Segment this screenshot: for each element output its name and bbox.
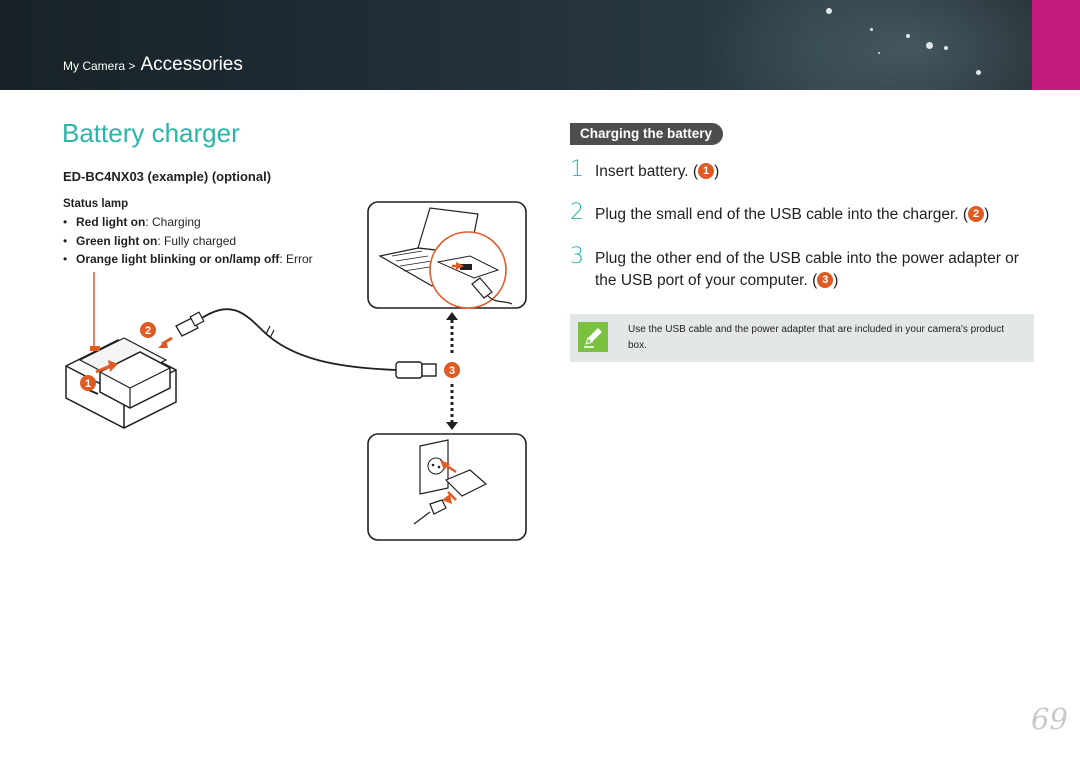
callout-2: 2 bbox=[140, 322, 156, 338]
cable-break-mark bbox=[265, 325, 275, 339]
usb-cable bbox=[201, 308, 399, 371]
breadcrumb-current: Accessories bbox=[140, 54, 243, 75]
breadcrumb-parent: My Camera > bbox=[63, 59, 136, 73]
sparkle-decoration bbox=[826, 8, 832, 14]
laptop-panel bbox=[367, 201, 527, 309]
callout-1: 1 bbox=[80, 375, 96, 391]
header-banner: My Camera > Accessories bbox=[0, 0, 1080, 90]
list-item: •Green light on: Fully charged bbox=[63, 233, 237, 248]
usb-a-plug bbox=[395, 361, 437, 379]
list-item: •Orange light blinking or on/lamp off: E… bbox=[63, 252, 313, 266]
lamp-label: Red light on bbox=[76, 215, 146, 229]
step-text: Insert battery. (1) bbox=[595, 162, 720, 180]
note-box: Use the USB cable and the power adapter … bbox=[570, 314, 1034, 362]
breadcrumb: My Camera > Accessories bbox=[63, 54, 243, 76]
step-number: 2 bbox=[570, 200, 584, 225]
step-text: Plug the other end of the USB cable into… bbox=[595, 250, 1019, 267]
step-number: 3 bbox=[570, 244, 584, 269]
dotted-arrow-down bbox=[446, 384, 458, 430]
battery bbox=[95, 351, 171, 409]
status-lamp-title: Status lamp bbox=[63, 198, 129, 210]
page-number: 69 bbox=[1031, 702, 1068, 736]
callout-badge: 1 bbox=[698, 162, 715, 179]
usb-micro-plug bbox=[158, 311, 205, 348]
header-glow bbox=[700, 0, 1080, 90]
section-title: Charging the battery bbox=[570, 123, 724, 145]
dotted-arrow-up bbox=[446, 312, 458, 356]
sparkle-decoration bbox=[906, 34, 910, 38]
charger-model: ED-BC4NX03 (example) (optional) bbox=[63, 169, 272, 184]
lamp-label: Orange light blinking or on/lamp off bbox=[76, 252, 280, 266]
status-lamp bbox=[90, 346, 100, 351]
step-number: 1 bbox=[570, 157, 584, 182]
lamp-value: Fully charged bbox=[164, 233, 237, 248]
note-text: Use the USB cable and the power adapter … bbox=[628, 324, 1005, 351]
sparkle-decoration bbox=[878, 52, 880, 54]
pencil-note-icon bbox=[578, 322, 608, 352]
sparkle-decoration bbox=[976, 70, 981, 75]
chapter-tab bbox=[1032, 0, 1080, 90]
lamp-value: Charging bbox=[152, 215, 201, 229]
callout-badge: 3 bbox=[817, 271, 834, 288]
svg-text:2: 2 bbox=[145, 325, 151, 337]
list-item: •Red light on: Charging bbox=[63, 215, 201, 229]
charging-illustration: 1 2 3 bbox=[65, 201, 527, 541]
lamp-label: Green light on bbox=[76, 233, 158, 248]
sparkle-decoration bbox=[944, 46, 948, 50]
callout-3: 3 bbox=[444, 362, 460, 378]
step-text-continued: the USB port of your computer. (3) bbox=[595, 271, 839, 289]
lamp-value: Error bbox=[286, 252, 313, 266]
svg-text:1: 1 bbox=[85, 378, 91, 390]
svg-text:3: 3 bbox=[449, 365, 455, 377]
sparkle-decoration bbox=[926, 42, 933, 49]
step-text: Plug the small end of the USB cable into… bbox=[595, 205, 990, 223]
adapter-panel bbox=[367, 433, 527, 541]
sparkle-decoration bbox=[870, 28, 873, 31]
status-lamp-list: •Red light on: Charging •Green light on:… bbox=[63, 215, 313, 271]
page-title: Battery charger bbox=[62, 118, 240, 148]
callout-badge: 2 bbox=[968, 205, 985, 222]
